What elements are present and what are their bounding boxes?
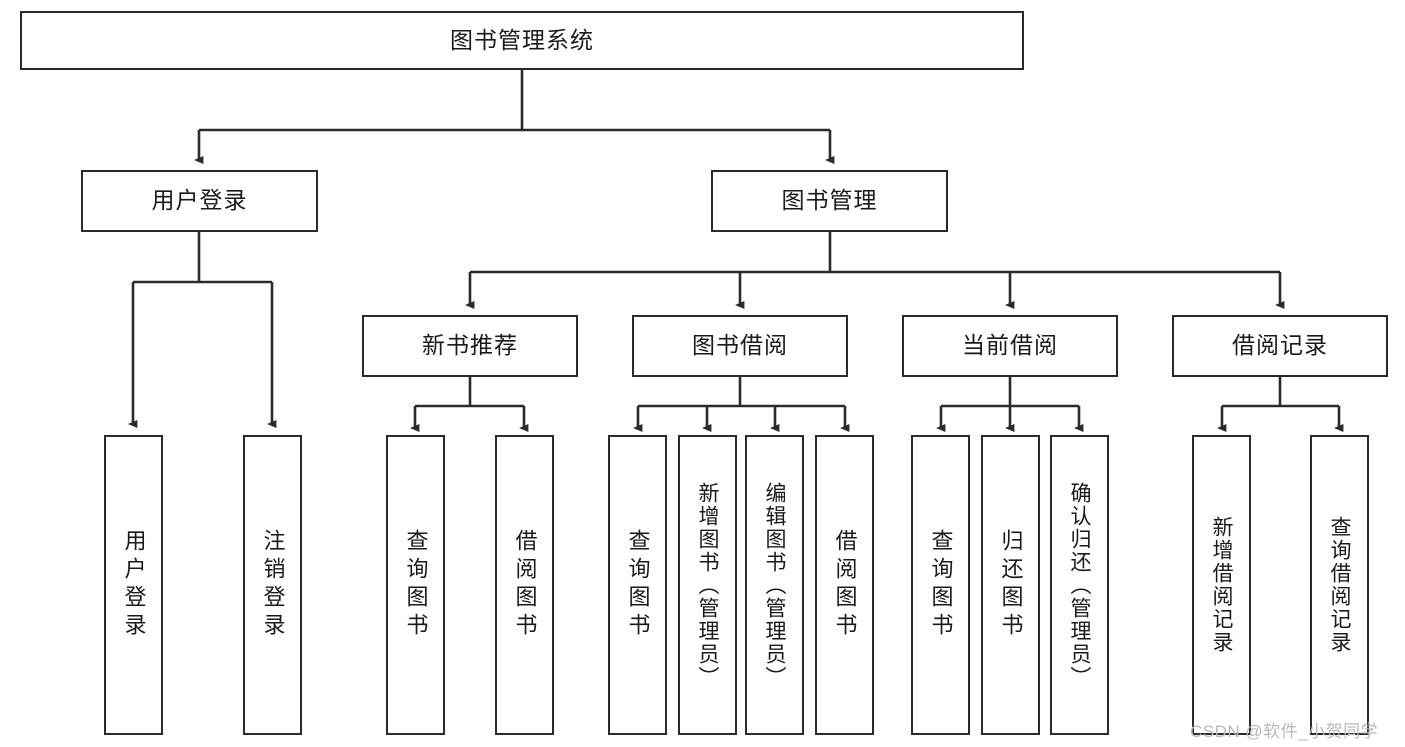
- leaf-borrow-book[interactable]: 借阅图书: [815, 435, 874, 735]
- node-book-management[interactable]: 图书管理: [711, 170, 948, 232]
- leaf-logout[interactable]: 注销登录: [243, 435, 302, 735]
- node-label: 新增借阅记录: [1210, 516, 1233, 654]
- leaf-user-login[interactable]: 用户登录: [104, 435, 163, 735]
- leaf-return-book[interactable]: 归还图书: [981, 435, 1040, 735]
- node-label: 归还图书: [998, 529, 1024, 641]
- leaf-add-borrow-record[interactable]: 新增借阅记录: [1192, 435, 1251, 735]
- node-label: 借阅图书: [832, 529, 858, 641]
- node-root-system[interactable]: 图书管理系统: [20, 11, 1024, 70]
- node-label: 确认归还（管理员）: [1068, 481, 1091, 689]
- leaf-query-book-recommend[interactable]: 查询图书: [386, 435, 445, 735]
- leaf-confirm-return-admin[interactable]: 确认归还（管理员）: [1050, 435, 1109, 735]
- node-label: 查询图书: [625, 529, 651, 641]
- node-label: 图书管理系统: [450, 26, 594, 53]
- node-label: 借阅图书: [512, 529, 538, 641]
- node-new-book-recommend[interactable]: 新书推荐: [362, 315, 578, 377]
- node-borrow-record[interactable]: 借阅记录: [1172, 315, 1388, 377]
- node-current-borrow[interactable]: 当前借阅: [902, 315, 1118, 377]
- leaf-edit-book-admin[interactable]: 编辑图书（管理员）: [745, 435, 804, 735]
- leaf-query-borrow-record[interactable]: 查询借阅记录: [1310, 435, 1369, 735]
- node-label: 图书借阅: [692, 332, 788, 359]
- node-book-borrow[interactable]: 图书借阅: [632, 315, 848, 377]
- node-label: 查询借阅记录: [1328, 516, 1351, 654]
- node-label: 用户登录: [121, 529, 147, 641]
- node-label: 注销登录: [260, 529, 286, 641]
- node-label: 当前借阅: [962, 332, 1058, 359]
- leaf-query-book-borrow[interactable]: 查询图书: [608, 435, 667, 735]
- node-label: 借阅记录: [1232, 332, 1328, 359]
- watermark-text: CSDN @软件_小贺同学: [1190, 722, 1379, 741]
- node-label: 图书管理: [781, 187, 878, 214]
- leaf-query-book-current[interactable]: 查询图书: [911, 435, 970, 735]
- leaf-add-book-admin[interactable]: 新增图书（管理员）: [678, 435, 737, 735]
- node-user-login[interactable]: 用户登录: [81, 170, 318, 232]
- node-label: 编辑图书（管理员）: [763, 481, 786, 689]
- node-label: 新书推荐: [422, 332, 518, 359]
- node-label: 查询图书: [928, 529, 954, 641]
- node-label: 查询图书: [403, 529, 429, 641]
- leaf-borrow-book-recommend[interactable]: 借阅图书: [495, 435, 554, 735]
- node-label: 用户登录: [151, 187, 248, 214]
- node-label: 新增图书（管理员）: [696, 481, 719, 689]
